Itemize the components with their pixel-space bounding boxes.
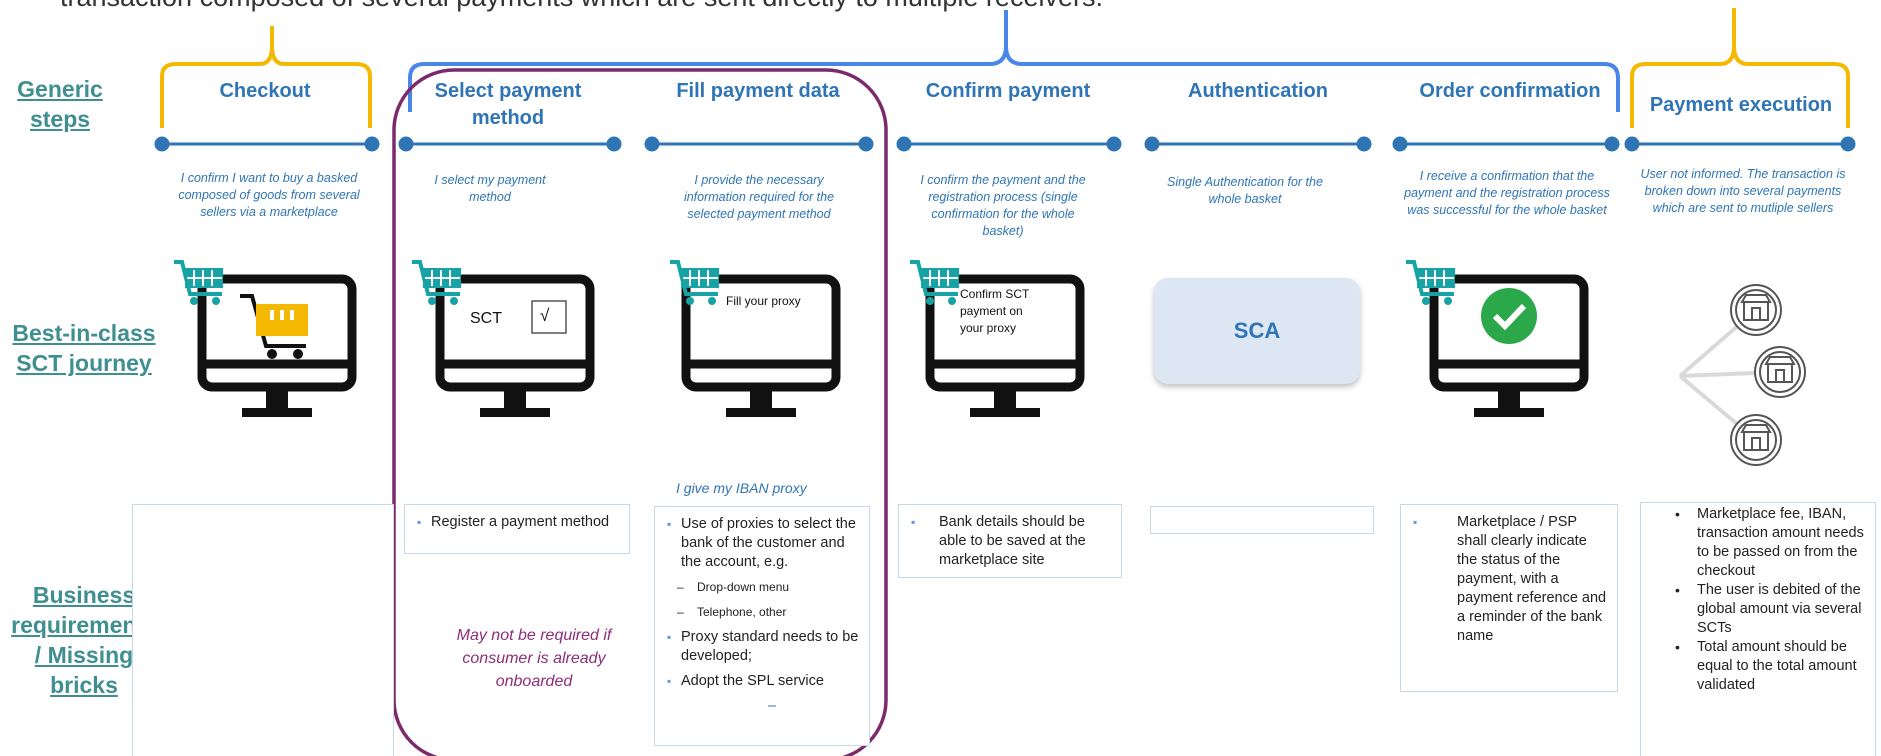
cart-icon-teal bbox=[670, 260, 719, 305]
monitor-order-confirmation bbox=[1429, 274, 1589, 417]
req-box-payment-execution: •Marketplace fee, IBAN, transaction amou… bbox=[1640, 502, 1876, 756]
cart-icon-yellow bbox=[240, 294, 308, 359]
cart-icon-teal bbox=[174, 260, 223, 305]
brace-core-steps bbox=[408, 10, 1620, 112]
row-label-sct: Best-in-class SCT journey bbox=[12, 320, 156, 376]
req-box-fill-payment: ▪Use of proxies to select the bank of th… bbox=[654, 506, 870, 746]
list-item: ▪Adopt the SPL service bbox=[667, 673, 824, 689]
step-title-select-payment: Select payment method bbox=[434, 80, 582, 129]
step-desc-confirm-payment: I confirm the payment and the registrati… bbox=[920, 173, 1086, 238]
iban-proxy-note: I give my IBAN proxy bbox=[676, 480, 807, 496]
intro-text: transaction composed of several payments… bbox=[60, 0, 1103, 13]
step-desc-fill-payment: I provide the necessary information requ… bbox=[683, 173, 835, 221]
sca-box: SCA bbox=[1154, 278, 1360, 384]
shop-icon bbox=[1730, 414, 1782, 466]
step-desc-authentication: Single Authentication for the whole bask… bbox=[1167, 175, 1323, 206]
list-item: •The user is debited of the global amoun… bbox=[1675, 582, 1862, 636]
cart-icon-teal bbox=[910, 260, 959, 305]
monitor-select-payment bbox=[435, 274, 595, 417]
list-item-sub: –Drop-down menu bbox=[677, 580, 790, 594]
req-box-authentication bbox=[1150, 506, 1374, 534]
row-label-generic: Generic steps bbox=[17, 76, 103, 132]
select-check-mark: √ bbox=[540, 306, 550, 325]
confirm-screen-text: Confirm SCT payment on your proxy bbox=[960, 287, 1030, 335]
list-item: ▪Marketplace / PSP shall clearly indicat… bbox=[1413, 514, 1607, 644]
step-title-order-confirmation: Order confirmation bbox=[1419, 80, 1601, 102]
select-sct-label: SCT bbox=[470, 310, 502, 327]
req-box-confirm-payment: ▪Bank details should be able to be saved… bbox=[898, 504, 1122, 578]
brace-execution bbox=[1630, 8, 1850, 128]
focus-highlight bbox=[392, 68, 888, 756]
list-item: ▪Bank details should be able to be saved… bbox=[911, 514, 1086, 568]
cart-icon-teal bbox=[1406, 260, 1455, 305]
step-title-checkout: Checkout bbox=[219, 80, 311, 102]
step-desc-select-payment: I select my payment method bbox=[434, 173, 546, 204]
step-title-payment-execution: Payment execution bbox=[1649, 94, 1833, 116]
list-item-dash: – bbox=[767, 698, 777, 714]
monitor-confirm-payment bbox=[925, 274, 1085, 417]
list-item: ▪Proxy standard needs to be developed; bbox=[667, 629, 859, 664]
list-item: ▪Register a payment method bbox=[417, 514, 610, 530]
step-title-authentication: Authentication bbox=[1188, 80, 1328, 102]
step-title-fill-payment: Fill payment data bbox=[676, 80, 840, 102]
monitor-fill-payment bbox=[681, 274, 841, 417]
cart-icon-teal bbox=[412, 260, 461, 305]
req-box-checkout bbox=[132, 504, 394, 756]
brace-checkout bbox=[160, 26, 372, 128]
list-item: •Total amount should be equal to the tot… bbox=[1675, 639, 1857, 693]
list-item: •Marketplace fee, IBAN, transaction amou… bbox=[1675, 506, 1864, 579]
step-desc-payment-execution: User not informed. The transaction is br… bbox=[1640, 167, 1846, 215]
list-item-sub: –Telephone, other bbox=[677, 605, 787, 619]
check-circle-icon bbox=[1481, 288, 1537, 344]
req-box-order-confirmation: ▪Marketplace / PSP shall clearly indicat… bbox=[1400, 504, 1618, 692]
shops-split-diagram bbox=[1678, 284, 1806, 466]
monitor-checkout bbox=[197, 274, 357, 417]
step-title-confirm-payment: Confirm payment bbox=[925, 80, 1091, 102]
list-item: ▪Use of proxies to select the bank of th… bbox=[667, 516, 856, 570]
shop-icon bbox=[1754, 346, 1806, 398]
fill-proxy-text: Fill your proxy bbox=[726, 294, 801, 308]
step-desc-checkout: I confirm I want to buy a basked compose… bbox=[178, 171, 360, 219]
req-box-select-payment: ▪Register a payment method bbox=[404, 504, 630, 554]
step-desc-order-confirmation: I receive a confirmation that the paymen… bbox=[1404, 169, 1610, 217]
onboarded-note: May not be required if consumer is alrea… bbox=[456, 627, 612, 690]
shop-icon bbox=[1730, 284, 1782, 336]
timeline bbox=[154, 136, 1856, 152]
